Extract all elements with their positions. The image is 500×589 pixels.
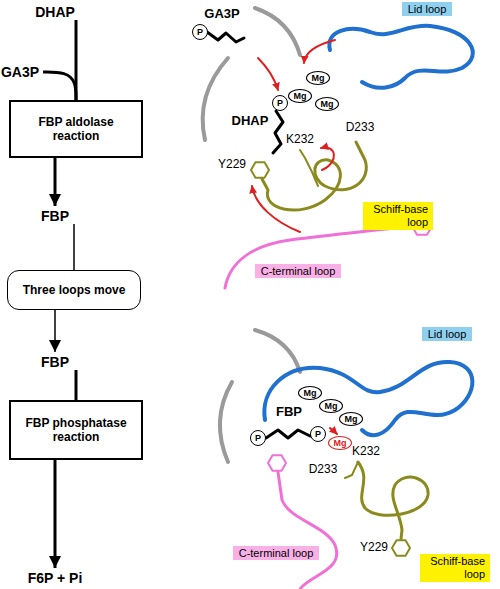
node-text: Lid loop <box>408 3 447 15</box>
node-text: Lid loop <box>428 328 467 340</box>
node-text: P <box>255 434 261 443</box>
ga3p-molecule <box>207 32 244 42</box>
product-name: FBP <box>39 208 71 224</box>
node-text: C-terminal loop <box>239 547 314 559</box>
phosphate-circle: P <box>250 430 266 446</box>
motion-arrow <box>304 40 335 63</box>
node-text: F6P + Pi <box>28 570 83 586</box>
residue-label: D233 <box>308 463 339 476</box>
flow-connector <box>54 158 57 206</box>
node-text: Mg <box>304 389 317 398</box>
substrate-name: DHAP <box>33 4 77 20</box>
magnesium-ion: Mg <box>315 97 339 111</box>
lid-loop <box>264 362 472 435</box>
node-text: FBP <box>41 208 69 224</box>
node-text: C-terminal loop <box>261 265 336 277</box>
flow-connector <box>54 310 56 352</box>
loop-tag: Lid loop <box>402 2 453 16</box>
residue-label: D233 <box>345 121 376 134</box>
magnesium-ion: Mg <box>319 399 343 413</box>
process-box: FBP aldolase reaction <box>9 100 143 158</box>
flow-connector <box>43 72 76 100</box>
phosphate-circle: P <box>310 426 326 442</box>
flow-connector <box>75 370 78 400</box>
node-text: P <box>315 430 321 439</box>
loop-tag: C-terminal loop <box>233 546 320 560</box>
c-terminal-loop <box>278 472 337 589</box>
process-box: FBP phosphatase reaction <box>9 400 143 460</box>
protein-wall <box>203 58 228 140</box>
loop-tag: Lid loop <box>422 327 473 341</box>
node-text: Mg <box>325 402 338 411</box>
phosphate-circle: P <box>272 95 288 111</box>
product-name: F6P + Pi <box>26 570 85 586</box>
product-name: FBP <box>39 354 71 370</box>
tyrosine-ring <box>251 162 269 178</box>
substrate-name: GA3P <box>0 64 41 80</box>
motion-arrow <box>321 147 334 170</box>
residue-label: Y229 <box>359 541 389 554</box>
lid-loop <box>329 26 472 88</box>
residue-label: Y229 <box>217 158 247 171</box>
node-text: GA3P <box>1 64 39 80</box>
node-text: DHAP <box>35 4 75 20</box>
node-text: Mg <box>345 415 358 424</box>
residue-label: K232 <box>351 445 381 458</box>
flow-connector <box>73 224 75 270</box>
flow-connector <box>53 460 56 568</box>
phosphate-circle: P <box>192 24 208 40</box>
magnesium-ion: Mg <box>306 71 330 85</box>
aspartate-side-chain <box>345 462 358 478</box>
residue-label: K232 <box>285 133 315 146</box>
magnesium-ion: Mg <box>298 386 322 400</box>
protein-wall <box>255 330 300 372</box>
schiff-base-loop <box>262 142 366 210</box>
magnesium-ion: Mg <box>288 89 312 103</box>
protein-wall <box>255 8 300 55</box>
motion-arrow <box>252 186 300 232</box>
node-text: Mg <box>321 100 334 109</box>
node-text: Mg <box>334 439 347 448</box>
magnesium-ion: Mg <box>339 412 363 426</box>
schiff-base-loop <box>358 462 428 539</box>
residue-label: DHAP <box>231 114 270 128</box>
protein-wall <box>220 382 232 462</box>
loop-tag: Schiff-base loop <box>420 554 490 581</box>
node-text: FBP aldolase reaction <box>15 115 137 143</box>
node-text: Schiff-base loop <box>368 203 428 228</box>
node-text: FBP <box>41 354 69 370</box>
node-text: Mg <box>294 92 307 101</box>
loop-tag: Schiff-base loop <box>363 202 433 229</box>
node-text: FBP phosphatase reaction <box>15 416 137 444</box>
tyrosine-ring <box>392 540 410 556</box>
motion-arrow <box>258 58 278 90</box>
motion-arrow <box>330 428 337 434</box>
lysine-side-chain <box>300 150 318 186</box>
tyrosine-ring <box>268 455 286 471</box>
node-text: Three loops move <box>23 283 126 297</box>
node-text: P <box>277 99 283 108</box>
fbp-molecule <box>266 430 310 438</box>
event-box: Three loops move <box>7 270 141 310</box>
loop-tag: C-terminal loop <box>255 264 342 278</box>
c-terminal-loop <box>225 228 412 288</box>
dhap-molecule <box>273 111 283 153</box>
node-text: P <box>197 28 203 37</box>
node-text: Mg <box>312 74 325 83</box>
residue-label: FBP <box>275 405 303 419</box>
node-text: Schiff-base loop <box>425 555 485 580</box>
magnesium-ion: Mg <box>328 436 352 450</box>
residue-label: GA3P <box>203 7 240 21</box>
